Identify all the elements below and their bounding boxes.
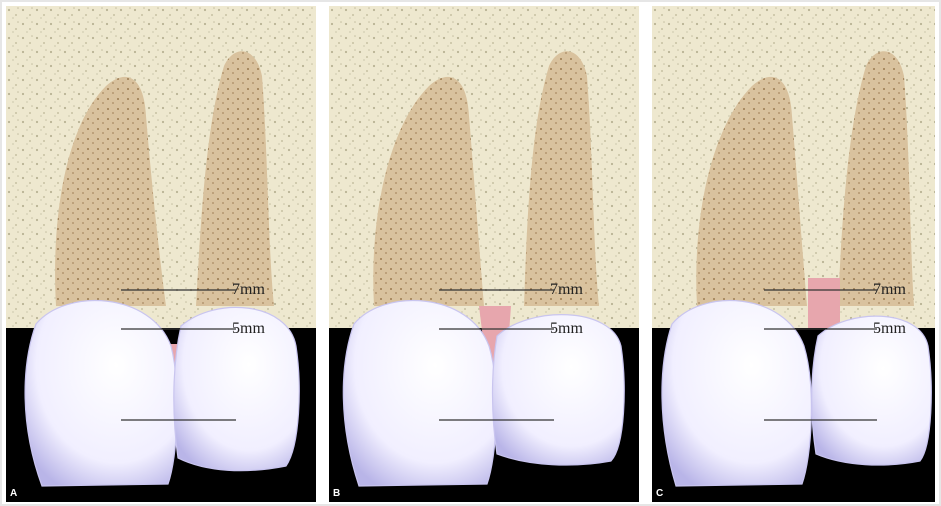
interdental-papilla xyxy=(808,278,840,328)
label-upper: 7mm xyxy=(873,281,906,298)
panel-letter: C xyxy=(656,488,663,499)
crown-right xyxy=(493,315,625,465)
panel-a-illustration: 7mm 5mm A xyxy=(6,6,316,502)
label-upper: 7mm xyxy=(232,281,265,298)
crown-left xyxy=(662,301,811,486)
panel-a: 7mm 5mm A xyxy=(6,6,316,502)
crown-left xyxy=(25,301,177,486)
panel-letter: A xyxy=(10,488,17,499)
panel-c-illustration: 7mm 5mm C xyxy=(652,6,935,502)
crown-right xyxy=(812,316,932,465)
crown-left xyxy=(343,301,496,486)
label-lower: 5mm xyxy=(550,320,583,337)
label-lower: 5mm xyxy=(232,320,265,337)
panel-c: 7mm 5mm C xyxy=(652,6,941,502)
panel-b-illustration: 7mm 5mm B xyxy=(329,6,639,502)
panel-b: 7mm 5mm B xyxy=(329,6,639,502)
label-upper: 7mm xyxy=(550,281,583,298)
label-lower: 5mm xyxy=(873,320,906,337)
panel-letter: B xyxy=(333,488,340,499)
